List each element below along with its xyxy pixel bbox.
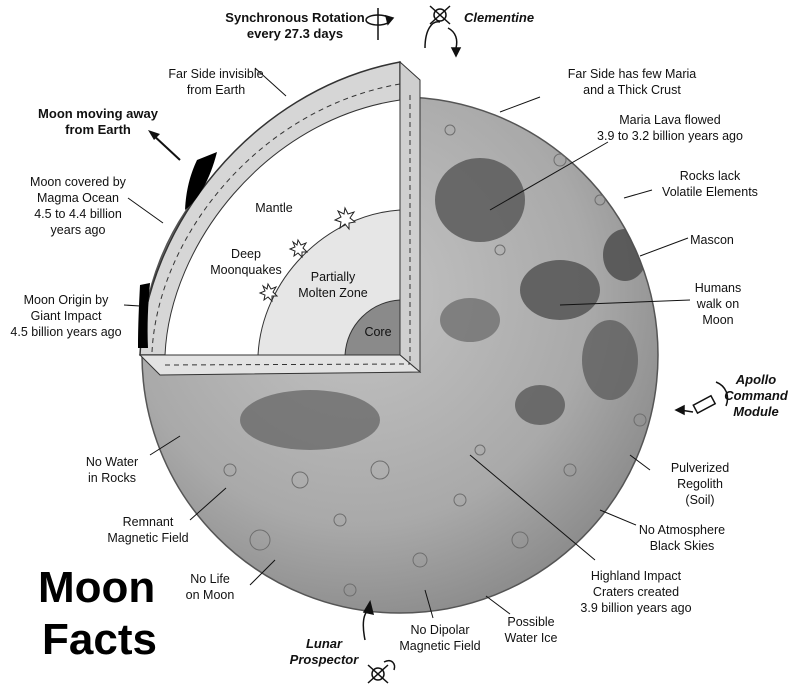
title-line1: Moon bbox=[38, 563, 155, 612]
no-water-line2: in Rocks bbox=[88, 471, 136, 485]
lunar-prospector-line1: Lunar bbox=[306, 636, 343, 651]
maria-lava-line2: 3.9 to 3.2 billion years ago bbox=[597, 129, 743, 143]
pulverized-line1: Pulverized bbox=[671, 461, 729, 475]
synchronous-rotation-line1: Synchronous Rotation bbox=[225, 10, 364, 25]
lunar-prospector-spacecraft-icon bbox=[362, 600, 396, 684]
page-title: Moon Facts bbox=[38, 563, 157, 664]
interior-labels: Mantle Deep Moonquakes Partially Molten … bbox=[210, 201, 391, 339]
lunar-prospector-line2: Prospector bbox=[290, 652, 360, 667]
rocks-lack-line2: Volatile Elements bbox=[662, 185, 758, 199]
moon-origin-line2: Giant Impact bbox=[31, 309, 102, 323]
far-side-few-maria-line1: Far Side has few Maria bbox=[568, 67, 697, 81]
deep-moonquakes-line2: Moonquakes bbox=[210, 263, 282, 277]
synchronous-rotation-line2: every 27.3 days bbox=[247, 26, 343, 41]
moonquake-star-icon bbox=[258, 206, 357, 303]
no-life-line2: on Moon bbox=[186, 588, 235, 602]
deep-moonquakes-line1: Deep bbox=[231, 247, 261, 261]
moon-maria bbox=[240, 158, 647, 450]
partially-molten-line2: Molten Zone bbox=[298, 286, 368, 300]
no-life-line1: No Life bbox=[190, 572, 230, 586]
clementine-label: Clementine bbox=[464, 10, 534, 25]
apollo-line3: Module bbox=[733, 404, 779, 419]
possible-water-ice-line2: Water Ice bbox=[504, 631, 557, 645]
far-side-invisible-line1: Far Side invisible bbox=[168, 67, 263, 81]
apollo-line1: Apollo bbox=[735, 372, 776, 387]
magma-ocean-line3: 4.5 to 4.4 billion bbox=[34, 207, 122, 221]
leader-lines bbox=[123, 67, 691, 619]
annotation-labels: Synchronous Rotation every 27.3 days Cle… bbox=[10, 10, 788, 667]
apollo-line2: Command bbox=[724, 388, 789, 403]
pulverized-line3: (Soil) bbox=[685, 493, 714, 507]
no-water-line1: No Water bbox=[86, 455, 138, 469]
highland-impact-line2: Craters created bbox=[593, 585, 679, 599]
moon-moving-away-line1: Moon moving away bbox=[38, 106, 159, 121]
moon-moving-away-line2: from Earth bbox=[65, 122, 131, 137]
moon-origin-line3: 4.5 billion years ago bbox=[10, 325, 121, 339]
magma-ocean-line1: Moon covered by bbox=[30, 175, 127, 189]
clementine-spacecraft-icon bbox=[424, 5, 462, 58]
moon-origin-line1: Moon Origin by bbox=[24, 293, 110, 307]
no-atmosphere-line1: No Atmosphere bbox=[639, 523, 725, 537]
possible-water-ice-line1: Possible bbox=[507, 615, 554, 629]
highland-impact-line3: 3.9 billion years ago bbox=[580, 601, 691, 615]
moving-away-arrow-icon bbox=[148, 130, 181, 161]
maria-lava-line1: Maria Lava flowed bbox=[619, 113, 720, 127]
highland-impact-line1: Highland Impact bbox=[591, 569, 682, 583]
rocks-lack-line1: Rocks lack bbox=[680, 169, 741, 183]
humans-walk-line1: Humans bbox=[695, 281, 742, 295]
mascon-label: Mascon bbox=[690, 233, 734, 247]
rotation-arrow-icon bbox=[365, 8, 395, 40]
pulverized-line2: Regolith bbox=[677, 477, 723, 491]
humans-walk-line2: walk on bbox=[696, 297, 739, 311]
far-side-few-maria-line2: and a Thick Crust bbox=[583, 83, 681, 97]
title-line2: Facts bbox=[42, 615, 157, 664]
far-side-invisible-line2: from Earth bbox=[187, 83, 245, 97]
magma-ocean-line2: Magma Ocean bbox=[37, 191, 119, 205]
no-dipolar-line1: No Dipolar bbox=[410, 623, 469, 637]
magma-ocean-line4: years ago bbox=[51, 223, 106, 237]
cutaway-section bbox=[138, 60, 422, 376]
no-dipolar-line2: Magnetic Field bbox=[399, 639, 480, 653]
humans-walk-line3: Moon bbox=[702, 313, 733, 327]
remnant-magnetic-line2: Magnetic Field bbox=[107, 531, 188, 545]
remnant-magnetic-line1: Remnant bbox=[123, 515, 174, 529]
apollo-spacecraft-icon bbox=[674, 381, 729, 416]
mantle-label: Mantle bbox=[255, 201, 293, 215]
core-label: Core bbox=[364, 325, 391, 339]
partially-molten-line1: Partially bbox=[311, 270, 356, 284]
no-atmosphere-line2: Black Skies bbox=[650, 539, 715, 553]
